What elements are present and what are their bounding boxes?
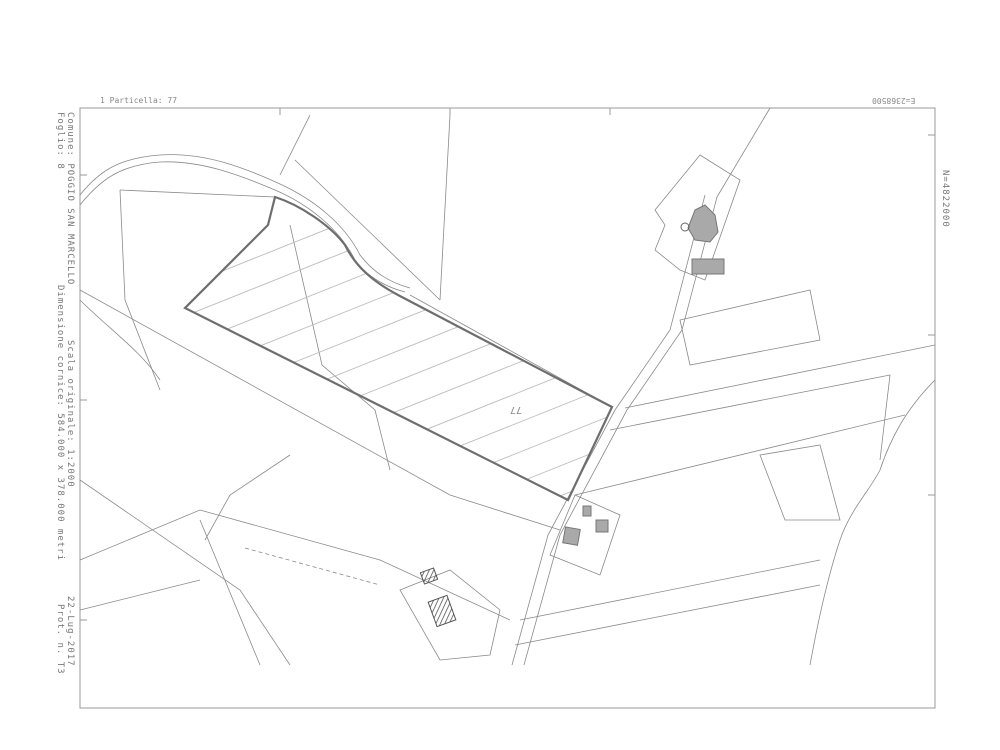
foglio-text: Foglio: 8 — [55, 112, 65, 170]
parcel-77-label: 77 — [510, 404, 522, 415]
info-data: 22-Lug-2017 — [65, 596, 75, 667]
map-frame — [79, 107, 936, 709]
info-protocollo: Prot. n. T3 — [55, 604, 65, 675]
building — [562, 526, 581, 546]
info-foglio: Foglio: 8 — [55, 112, 65, 170]
info-comune: Comune: POGGIO SAN MARCELLO — [65, 112, 75, 285]
dimensione-text: Dimensione cornice: 584.000 x 378.000 me… — [55, 285, 65, 561]
building — [687, 204, 719, 243]
building — [595, 519, 609, 533]
east-coordinate: E=2368500 — [872, 96, 915, 105]
building — [582, 505, 592, 517]
particella-label: 1 Particella: 77 — [100, 96, 177, 105]
info-scala: Scala originale: 1:2000 — [65, 340, 75, 488]
info-dimensione: Dimensione cornice: 584.000 x 378.000 me… — [55, 285, 65, 561]
building-marker — [680, 222, 690, 232]
east-coordinate-text: E=2368500 — [872, 96, 916, 105]
scala-text: Scala originale: 1:2000 — [65, 340, 75, 488]
north-coordinate: N=4822000 — [940, 170, 950, 228]
parcel-77-border[interactable] — [183, 195, 614, 502]
parcel-77-hatching — [185, 197, 612, 500]
parcel-boundaries — [79, 107, 936, 666]
particella-text: 1 Particella: 77 — [100, 96, 178, 105]
building — [691, 258, 725, 275]
building — [419, 567, 439, 585]
protocollo-text: Prot. n. T3 — [55, 604, 65, 675]
frame-ticks — [80, 108, 935, 621]
north-coordinate-text: N=4822000 — [940, 170, 950, 228]
building — [427, 594, 457, 628]
parcel-number: 77 — [510, 404, 523, 415]
data-text: 22-Lug-2017 — [65, 596, 75, 667]
comune-text: Comune: POGGIO SAN MARCELLO — [65, 112, 75, 286]
